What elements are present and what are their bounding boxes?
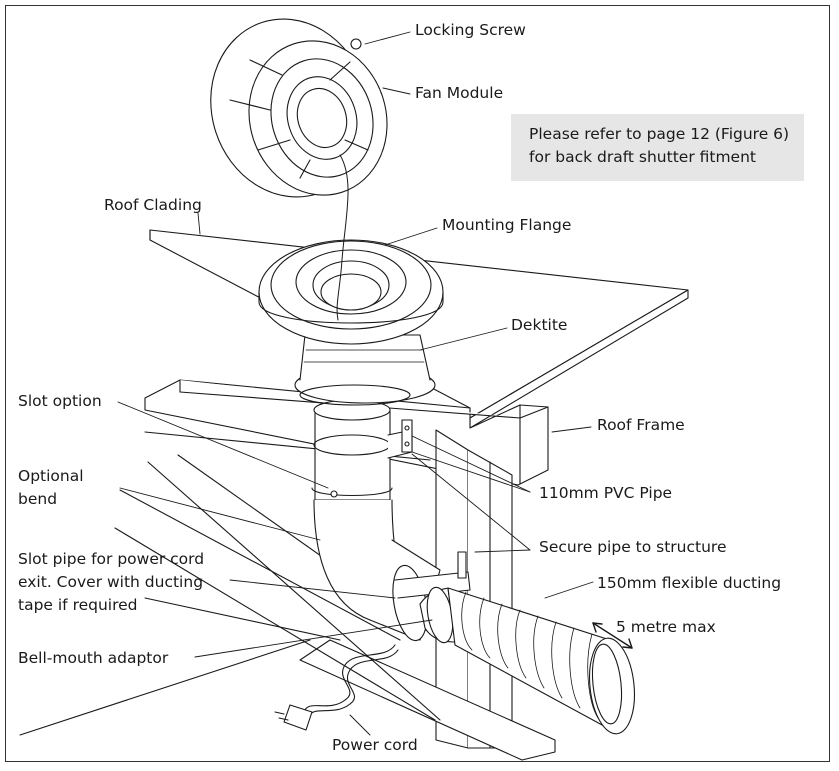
mounting-flange xyxy=(258,239,444,345)
fan-locking-screw xyxy=(350,38,362,50)
power-plug xyxy=(274,704,313,731)
pipe-clip xyxy=(387,419,413,459)
label-slot-pipe-line2: exit. Cover with ducting xyxy=(18,573,204,591)
label-slot-pipe-line1: Slot pipe for power cord xyxy=(18,550,205,568)
label-slot-option: Slot option xyxy=(18,392,102,410)
length-arrow xyxy=(592,622,633,649)
label-metre-max: 5 metre max xyxy=(616,618,716,636)
ducting-ribs xyxy=(461,591,599,719)
label-flexible-ducting: 150mm flexible ducting xyxy=(597,574,782,592)
label-bell-mouth: Bell-mouth adaptor xyxy=(18,649,169,667)
label-optional-bend-line1: Optional xyxy=(18,467,84,485)
leader-lines xyxy=(117,31,594,736)
label-pvc-pipe: 110mm PVC Pipe xyxy=(539,484,673,502)
label-fan-module: Fan Module xyxy=(415,84,504,102)
ceiling-joist xyxy=(299,639,556,761)
fan-module xyxy=(210,18,388,198)
flexible-ducting xyxy=(447,587,635,735)
label-power-cord: Power cord xyxy=(332,736,418,754)
power-cord xyxy=(304,644,399,716)
label-slot-pipe-line3: tape if required xyxy=(18,596,138,614)
label-secure-pipe: Secure pipe to structure xyxy=(539,538,727,556)
label-locking-screw: Locking Screw xyxy=(415,21,526,39)
fan-cord xyxy=(336,154,349,321)
note-box: Please refer to page 12 (Figure 6) for b… xyxy=(511,114,804,181)
note-line2: for back draft shutter fitment xyxy=(529,148,756,166)
label-optional-bend-line2: bend xyxy=(18,490,58,508)
pvc-pipe-vertical xyxy=(311,399,393,501)
label-dektite: Dektite xyxy=(511,316,568,334)
label-roof-clading: Roof Clading xyxy=(104,196,202,214)
note-line1: Please refer to page 12 (Figure 6) xyxy=(529,125,790,143)
label-roof-frame: Roof Frame xyxy=(597,416,685,434)
dektite xyxy=(294,334,436,406)
figure-border xyxy=(5,5,830,762)
label-mounting-flange: Mounting Flange xyxy=(442,216,572,234)
